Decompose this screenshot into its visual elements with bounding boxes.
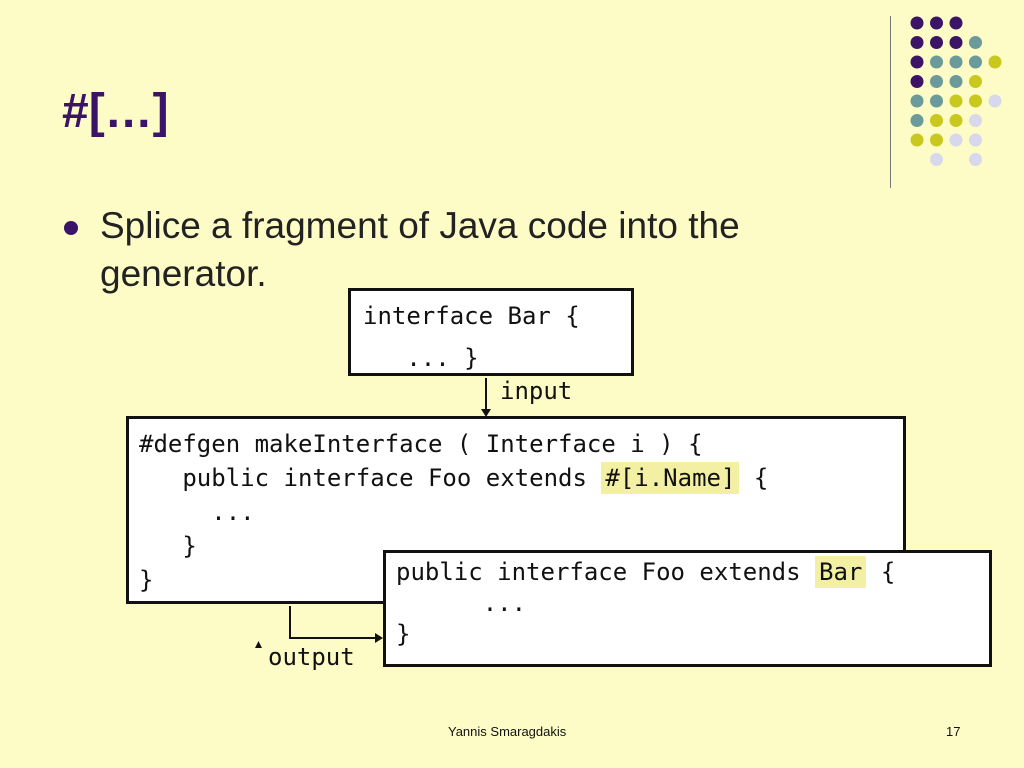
decorative-dot [930,133,943,147]
slide-title: #[…] [62,85,169,138]
generator-code-line: #defgen makeInterface ( Interface i ) { [139,430,703,458]
bullet-item: Splice a fragment of Java code into the … [62,202,862,298]
decorative-dot [910,55,924,69]
output-label: output [268,643,355,671]
generator-code-line: } [139,532,197,560]
output-arrow-line [289,606,376,639]
generator-code-line: public interface Foo extends #[i.Name] { [139,461,903,495]
output-code-line: } [396,620,411,648]
input-code-line: interface Bar { [363,302,580,330]
decorative-dot [988,94,1002,108]
decorative-dot [930,75,943,88]
decorative-dot [969,114,982,127]
decorative-dot [949,75,963,88]
title-divider-line [890,16,891,188]
decorative-dot [949,133,963,147]
decorative-dot [969,55,982,69]
bullet-text: Splice a fragment of Java code into the … [100,205,740,294]
output-arrowhead-icon [375,633,383,643]
decorative-dot [949,114,963,127]
bullet-list: Splice a fragment of Java code into the … [62,202,862,298]
input-code-box: interface Bar { ... } [348,288,634,376]
decorative-dot [988,55,1002,69]
decorative-dot [910,36,924,49]
decorative-dot [969,75,982,88]
decorative-dot [910,75,924,88]
output-code-box: public interface Foo extends Bar { ...} [383,550,992,667]
decorative-dot [930,114,943,127]
input-code-line: ... } [363,344,479,372]
decorative-dot [910,133,924,147]
decorative-dot [949,94,963,108]
decorative-dot [949,36,963,49]
decorative-dot [969,153,982,166]
output-code-text: public interface Foo extends [396,558,816,586]
footer-author: Yannis Smaragdakis [448,724,567,739]
page-number: 17 [946,724,961,739]
generator-code-line: ... [139,498,255,526]
decorative-dot [949,16,963,30]
decorative-dot [930,55,943,69]
bullet-dot-icon [64,221,78,235]
decorative-dot [969,133,982,147]
decorative-dot [969,36,982,49]
output-code-text: { [866,558,896,586]
decorative-dot [910,94,924,108]
generator-code-line: } [139,566,154,594]
decorative-dot [949,55,963,69]
decorative-dot [930,36,943,49]
decorative-dot-grid [910,16,1002,166]
small-marker-icon [255,641,262,648]
decorative-dot [910,114,924,127]
output-code-line: ... [396,589,527,617]
decorative-dot [930,94,943,108]
spliced-value-highlight: Bar [815,556,867,588]
generator-code-text: { [739,464,769,492]
decorative-dot [930,16,943,30]
input-label: input [500,377,573,405]
output-code-line: public interface Foo extends Bar { [396,556,989,588]
decorative-dot [930,153,943,166]
generator-code-text: public interface Foo extends [139,464,602,492]
decorative-dot [910,16,924,30]
decorative-dot [969,94,982,108]
splice-expression-highlight: #[i.Name] [601,462,740,494]
